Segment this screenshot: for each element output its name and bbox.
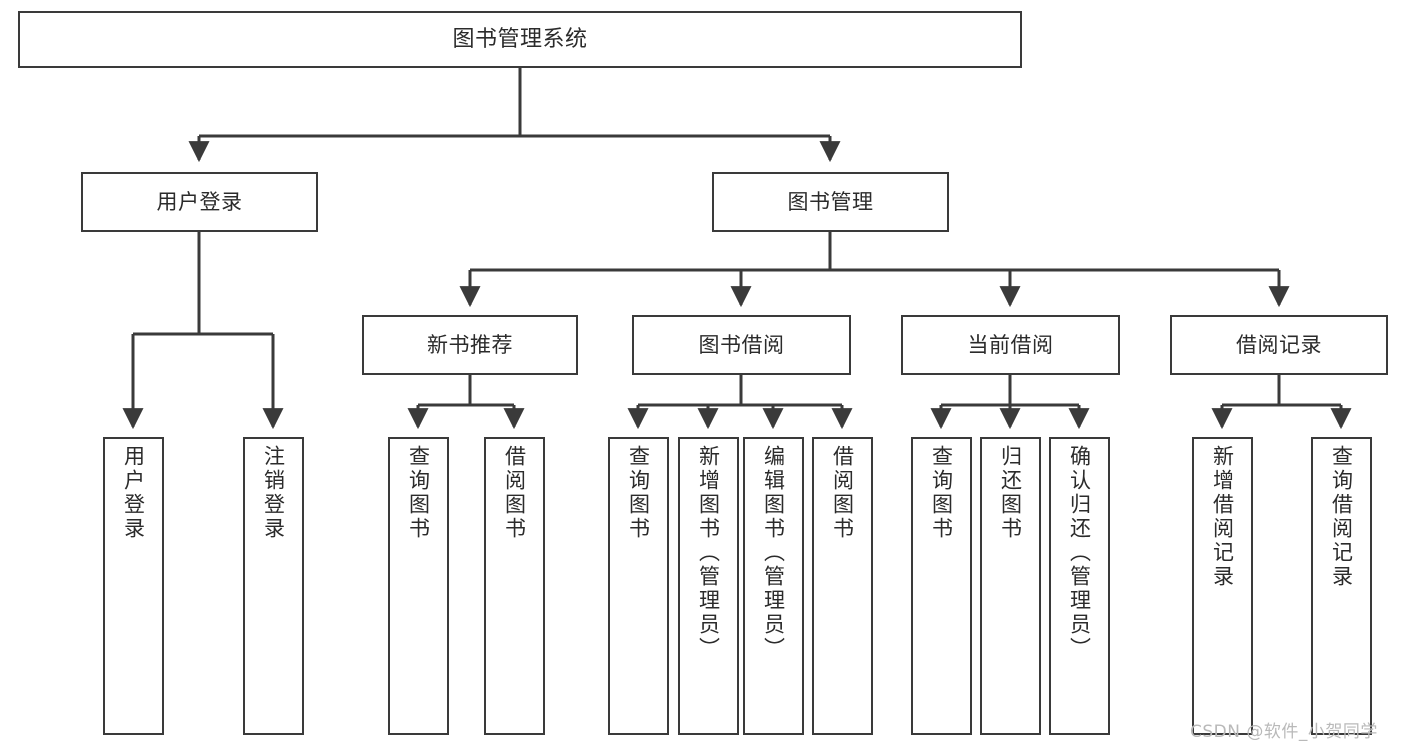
node-new-book-recommend-label: 新书推荐 [427,332,513,357]
leaf-add-borrow-record-label: 新增借阅记录 [1210,445,1235,589]
leaf-user-login-label: 用户登录 [121,445,146,541]
node-borrow-record-label: 借阅记录 [1236,332,1322,357]
leaf-query-book-3-label: 查询图书 [929,445,954,541]
leaf-query-borrow-record[interactable]: 查询借阅记录 [1311,437,1372,735]
leaf-query-book-1-label: 查询图书 [406,445,431,541]
node-book-management-label: 图书管理 [787,189,874,214]
leaf-edit-book-admin-label: 编辑图书（管理员） [761,445,786,661]
node-book-management[interactable]: 图书管理 [712,172,949,232]
node-root-system-label: 图书管理系统 [452,26,588,52]
node-book-borrow[interactable]: 图书借阅 [632,315,851,375]
csdn-watermark: CSDN @软件_小贺同学 [1190,722,1378,742]
node-current-borrow[interactable]: 当前借阅 [901,315,1120,375]
leaf-add-borrow-record[interactable]: 新增借阅记录 [1192,437,1253,735]
leaf-query-book-2[interactable]: 查询图书 [608,437,669,735]
node-new-book-recommend[interactable]: 新书推荐 [362,315,578,375]
leaf-user-login[interactable]: 用户登录 [103,437,164,735]
leaf-logout-login[interactable]: 注销登录 [243,437,304,735]
leaf-borrow-book-2[interactable]: 借阅图书 [812,437,873,735]
node-book-borrow-label: 图书借阅 [698,332,785,357]
leaf-add-book-admin[interactable]: 新增图书（管理员） [678,437,739,735]
leaf-query-book-3[interactable]: 查询图书 [911,437,972,735]
node-user-login[interactable]: 用户登录 [81,172,318,232]
leaf-logout-login-label: 注销登录 [261,445,286,541]
node-root-system[interactable]: 图书管理系统 [18,11,1022,68]
leaf-borrow-book-2-label: 借阅图书 [830,445,855,541]
node-borrow-record[interactable]: 借阅记录 [1170,315,1388,375]
node-current-borrow-label: 当前借阅 [967,332,1054,357]
leaf-confirm-return-admin-label: 确认归还（管理员） [1067,445,1092,661]
leaf-borrow-book-1-label: 借阅图书 [502,445,527,541]
leaf-return-book[interactable]: 归还图书 [980,437,1041,735]
leaf-edit-book-admin[interactable]: 编辑图书（管理员） [743,437,804,735]
leaf-query-book-1[interactable]: 查询图书 [388,437,449,735]
node-user-login-label: 用户登录 [156,189,243,214]
leaf-query-book-2-label: 查询图书 [626,445,651,541]
leaf-confirm-return-admin[interactable]: 确认归还（管理员） [1049,437,1110,735]
leaf-return-book-label: 归还图书 [998,445,1023,541]
leaf-borrow-book-1[interactable]: 借阅图书 [484,437,545,735]
leaf-add-book-admin-label: 新增图书（管理员） [696,445,721,661]
leaf-query-borrow-record-label: 查询借阅记录 [1329,445,1354,589]
